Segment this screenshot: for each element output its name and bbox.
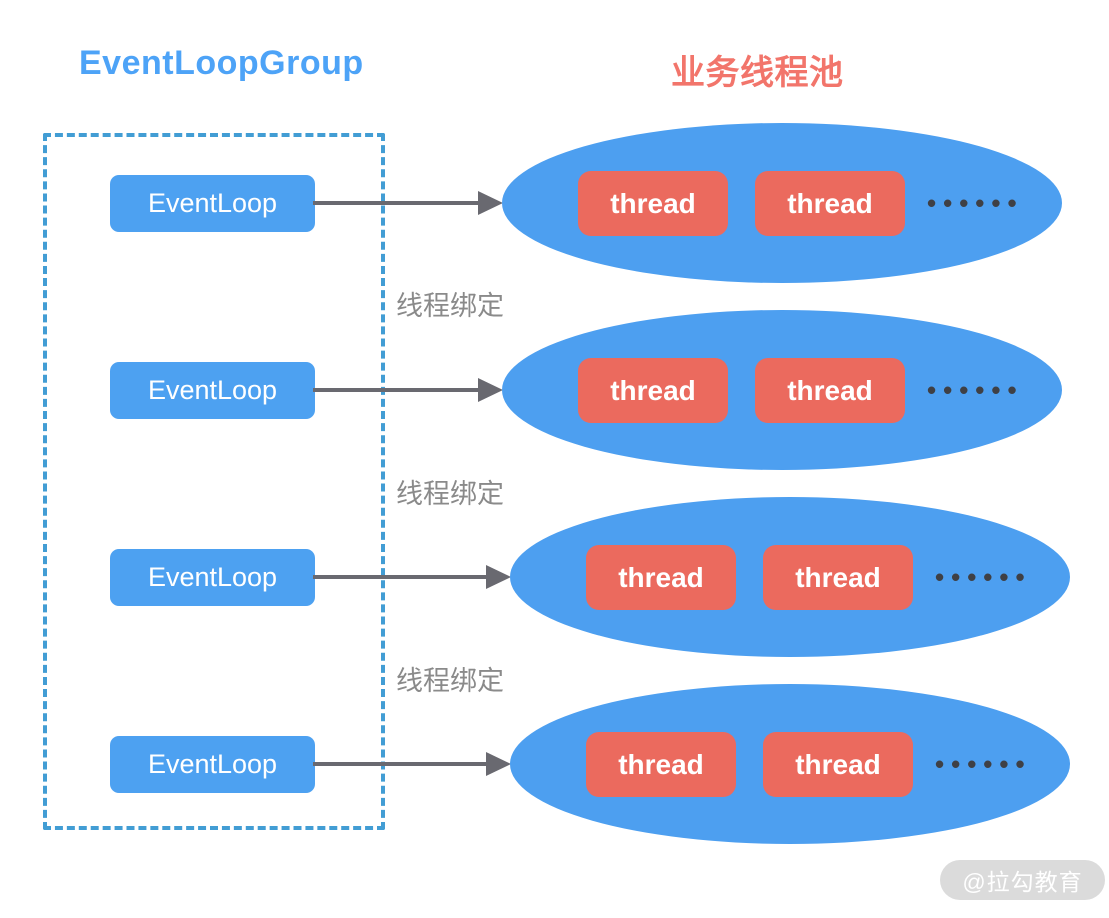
more-threads-ellipsis: •••••• (927, 374, 1024, 405)
thread-box: thread (586, 732, 736, 797)
eventloop-box: EventLoop (110, 362, 315, 419)
arrow-shaft (313, 762, 491, 766)
business-thread-pool-title: 业务线程池 (671, 54, 844, 92)
thread-box: thread (755, 171, 905, 236)
thread-box: thread (755, 358, 905, 423)
arrow-shaft (313, 575, 491, 579)
arrow-head-icon (478, 378, 503, 402)
thread-box: thread (586, 545, 736, 610)
thread-box: thread (763, 732, 913, 797)
thread-box: thread (578, 171, 728, 236)
lagou-watermark-badge: @拉勾教育 (940, 860, 1105, 900)
binding-arrow (313, 191, 503, 215)
thread-binding-label: 线程绑定 (396, 291, 504, 321)
binding-arrow (313, 565, 511, 589)
more-threads-ellipsis: •••••• (935, 561, 1032, 592)
eventloop-box: EventLoop (110, 175, 315, 232)
binding-arrow (313, 378, 503, 402)
thread-pool-ellipse: thread thread •••••• (502, 123, 1062, 283)
arrow-head-icon (486, 752, 511, 776)
thread-binding-label: 线程绑定 (396, 666, 504, 696)
binding-arrow (313, 752, 511, 776)
arrow-shaft (313, 201, 483, 205)
thread-pool-ellipse: thread thread •••••• (502, 310, 1062, 470)
arrow-head-icon (486, 565, 511, 589)
eventloopgroup-dashed-container (43, 133, 385, 830)
thread-binding-label: 线程绑定 (396, 479, 504, 509)
eventloop-box: EventLoop (110, 736, 315, 793)
more-threads-ellipsis: •••••• (935, 748, 1032, 779)
eventloopgroup-title: EventLoopGroup (79, 44, 364, 82)
thread-box: thread (578, 358, 728, 423)
eventloop-box: EventLoop (110, 549, 315, 606)
thread-pool-ellipse: thread thread •••••• (510, 684, 1070, 844)
arrow-shaft (313, 388, 483, 392)
arrow-head-icon (478, 191, 503, 215)
more-threads-ellipsis: •••••• (927, 187, 1024, 218)
thread-pool-ellipse: thread thread •••••• (510, 497, 1070, 657)
thread-box: thread (763, 545, 913, 610)
